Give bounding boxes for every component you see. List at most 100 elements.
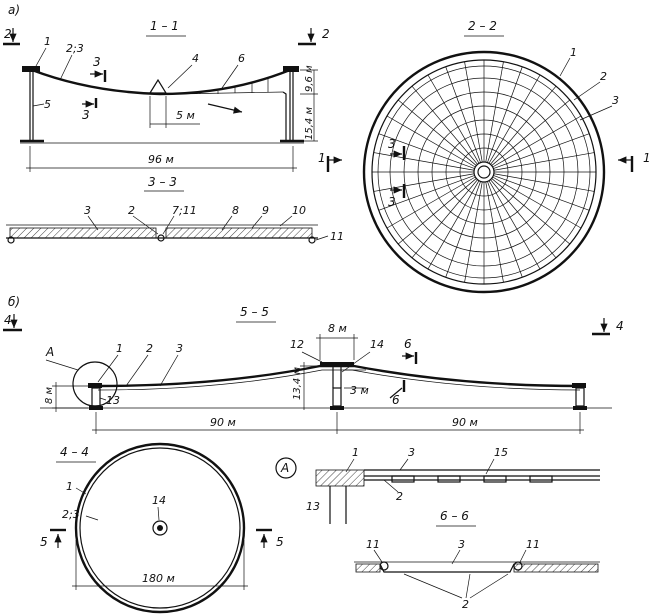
dim-diameter-180: 180 м <box>142 572 175 585</box>
leader <box>559 57 571 77</box>
callout-3: 3 <box>84 204 91 217</box>
callout-9: 9 <box>262 204 269 217</box>
leader <box>465 573 471 599</box>
grid-ray <box>490 179 557 259</box>
dim-span-96: 96 м <box>148 153 174 166</box>
section-1-1-title: 1 – 1 <box>150 19 179 33</box>
plan-2-2: 2 – 2 1 2 3 1 1 3 3 <box>318 19 649 294</box>
callout-2: 2 <box>128 204 135 217</box>
callout-4: 4 <box>192 52 199 65</box>
dim-drop-3: 3 м <box>350 384 369 397</box>
grid-ray <box>487 66 523 163</box>
callout-14: 14 <box>370 338 384 351</box>
section-6-6: 6 – 6 11 3 11 2 <box>354 509 600 611</box>
callout-1: 1 <box>44 35 51 48</box>
callout-3: 3 <box>176 342 183 355</box>
cut-6-upper-label: 6 <box>404 337 412 351</box>
detail-a-ref: А <box>280 461 289 475</box>
callout-2: 2 <box>146 342 153 355</box>
support-left-ring <box>22 66 40 72</box>
callout-7-11: 7;11 <box>172 204 197 217</box>
leader <box>469 573 509 599</box>
dim-span-left-90: 90 м <box>210 416 236 429</box>
leader <box>157 506 160 521</box>
callout-5: 5 <box>44 98 51 111</box>
rib <box>437 475 461 483</box>
panel-right <box>165 227 313 239</box>
leader <box>579 105 613 121</box>
grid-ray <box>464 61 483 163</box>
cut-3-upper-label: 3 <box>388 137 396 151</box>
callout-2: 2 <box>600 70 607 83</box>
callout-3: 3 <box>458 538 465 551</box>
outer-ring <box>362 50 606 294</box>
cut-5-right-label: 5 <box>276 535 284 549</box>
section-5-5: 5 – 5 4 4 А 1 2 3 <box>3 305 624 434</box>
central-ring-inner <box>477 165 491 179</box>
cut-5-left-label: 5 <box>40 535 48 549</box>
cut-1-right-label: 1 <box>643 151 649 165</box>
edge-cable-left <box>7 236 15 244</box>
central-ring <box>152 520 168 536</box>
callout-1: 1 <box>116 342 123 355</box>
callout-1: 1 <box>352 446 359 459</box>
section-3-3: 3 – 3 3 2 7;11 8 9 10 11 <box>6 175 344 244</box>
part-b-label: б) <box>8 295 20 309</box>
grid-ray <box>386 115 476 168</box>
edge-cable-right <box>308 236 316 244</box>
cable-left <box>379 561 389 571</box>
grid-ray <box>493 175 590 211</box>
grid-ray <box>373 173 475 192</box>
cut-2-left-label: 2 <box>4 27 12 41</box>
dim-height-total: 15,4 м <box>304 107 315 140</box>
drain-pipe <box>282 91 287 140</box>
panel-left <box>9 227 157 239</box>
cable-right <box>513 561 523 571</box>
column-left <box>91 387 101 407</box>
dim-center-13-4: 13,4 м <box>292 367 303 400</box>
leader <box>341 351 371 373</box>
detail-a-circle <box>72 361 118 407</box>
grid-ray <box>464 181 483 283</box>
section-1-1: 1 – 1 2 2 3 <box>3 19 330 172</box>
section-3-3-title: 3 – 3 <box>148 175 177 189</box>
edge-ring-section <box>315 469 365 487</box>
callout-8: 8 <box>232 204 239 217</box>
grid-ray <box>490 85 557 165</box>
leader <box>383 479 399 493</box>
leader <box>167 64 193 89</box>
central-hub <box>157 525 163 531</box>
leader <box>451 549 461 565</box>
central-ring <box>320 362 354 367</box>
footing-right <box>573 406 587 410</box>
leader <box>279 215 293 227</box>
part-a-label: а) <box>8 3 20 17</box>
leader <box>403 573 463 599</box>
grid-ray <box>487 181 523 278</box>
leader <box>132 215 159 235</box>
cable-sag <box>31 68 291 96</box>
footing-center <box>330 406 344 410</box>
grid-ray <box>493 173 595 192</box>
callout-11: 11 <box>330 230 344 243</box>
joint-cable <box>157 234 165 242</box>
dim-span-right-90: 90 м <box>452 416 478 429</box>
leader <box>125 354 149 387</box>
grid-ray <box>488 180 541 270</box>
leader <box>221 215 233 231</box>
panel-trough <box>379 563 515 573</box>
rib <box>391 475 415 483</box>
leader <box>159 354 179 387</box>
callout-3: 3 <box>408 446 415 459</box>
callout-2: 2 <box>396 490 403 503</box>
cut-1-left-label: 1 <box>318 151 326 165</box>
grid-ray <box>411 179 478 259</box>
callout-13: 13 <box>106 394 120 407</box>
callout-1: 1 <box>570 46 577 59</box>
plan-grid-rays <box>372 60 596 284</box>
section-5-5-title: 5 – 5 <box>240 305 269 319</box>
grid-ray <box>427 74 480 164</box>
cut-2-right-label: 2 <box>322 27 330 41</box>
